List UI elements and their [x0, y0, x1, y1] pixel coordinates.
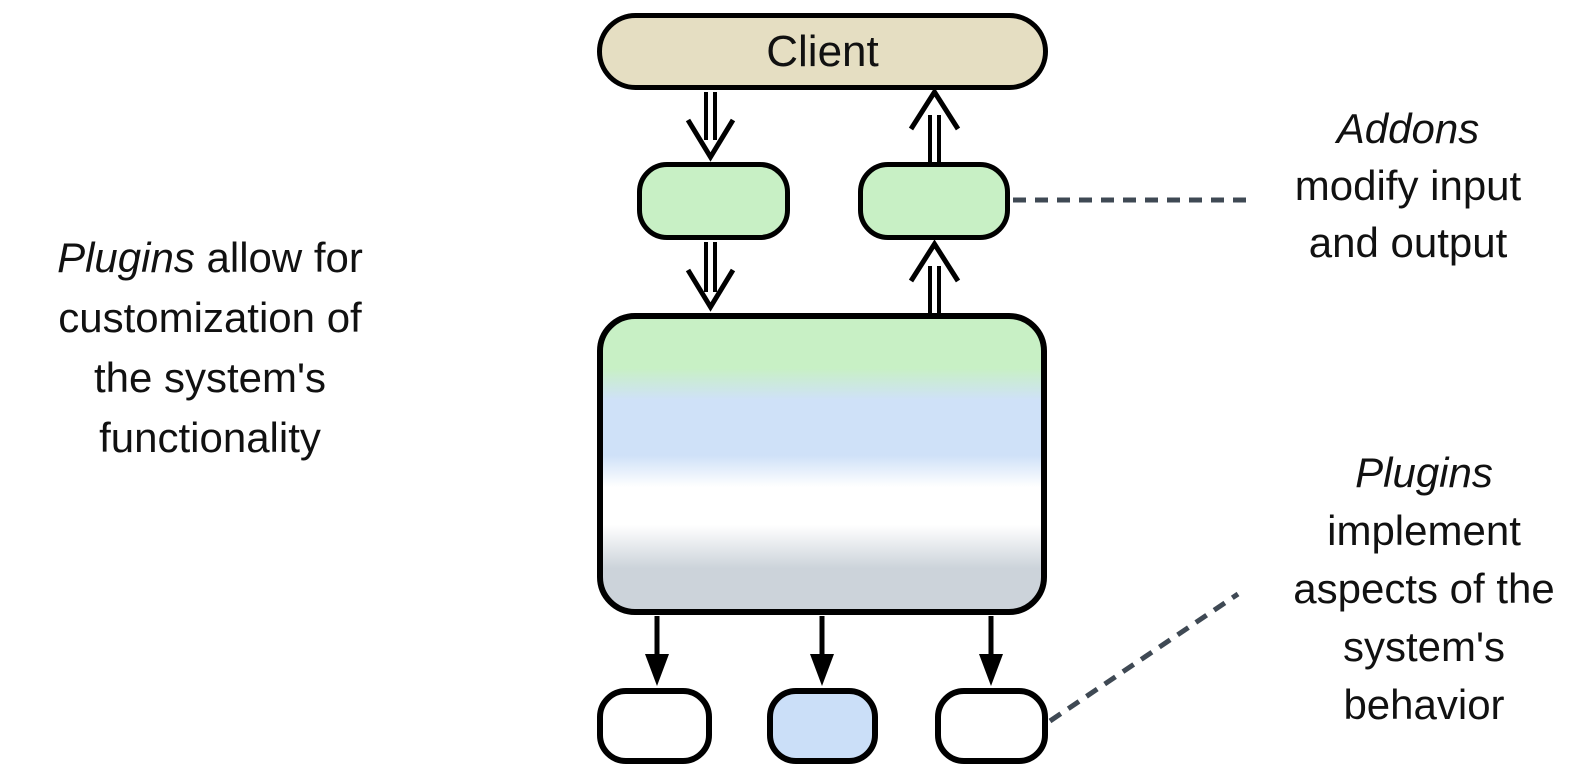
caption-line: Plugins allow for	[57, 234, 363, 281]
caption-plugins-implement-behavior: Plugins implement aspects of the system'…	[1269, 444, 1579, 734]
caption-line: customization of	[58, 294, 362, 341]
caption-line: the system's	[93, 354, 327, 401]
addon-box-input	[637, 162, 790, 240]
caption-line: Plugins	[1355, 449, 1493, 496]
client-label: Client	[766, 26, 879, 76]
caption-addons-modify-io: Addons modify input and output	[1253, 100, 1563, 271]
caption-line: aspects of the	[1293, 565, 1555, 612]
arrow-host-to-addon-right	[908, 239, 961, 314]
caption-line: system's	[1342, 623, 1506, 670]
caption-line: modify input	[1294, 162, 1522, 209]
arrow-addon-left-to-host	[685, 242, 736, 312]
arrow-client-to-addon-left	[685, 92, 736, 162]
dashed-connector-plugins-label	[1048, 591, 1240, 724]
client-box: Client	[597, 13, 1048, 90]
plugin-host-box	[597, 313, 1047, 615]
caption-line: functionality	[99, 414, 321, 461]
caption-line: implement	[1327, 507, 1521, 554]
arrow-host-to-slot-1	[645, 616, 669, 686]
addon-box-output	[858, 162, 1010, 240]
caption-line: Addons	[1336, 105, 1480, 152]
arrow-addon-right-to-client	[908, 87, 961, 163]
caption-line: behavior	[1343, 681, 1505, 728]
plugin-slot-3	[935, 688, 1048, 764]
plugin-slot-1	[597, 688, 712, 764]
caption-plugins-customization: Plugins allow for customization of the s…	[10, 228, 410, 468]
arrow-host-to-slot-2	[810, 616, 834, 686]
arrow-host-to-slot-3	[979, 616, 1003, 686]
plugin-slot-2	[767, 688, 878, 764]
caption-line: and output	[1308, 219, 1508, 266]
